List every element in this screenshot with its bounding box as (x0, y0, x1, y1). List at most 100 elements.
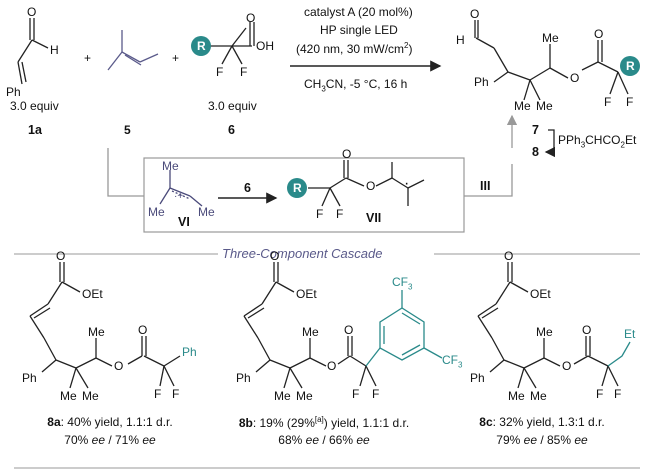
atom-OEt-8b: OEt (296, 287, 317, 301)
label-VII: VII (366, 211, 382, 225)
structure-1a (17, 18, 49, 85)
atom-F2-VII: F (336, 207, 344, 221)
atom-Me3-7: Me (542, 31, 559, 45)
wittig-a: PPh (558, 133, 581, 147)
atom-O-8b: O (270, 249, 280, 263)
condition-solvent-a: CH (304, 77, 322, 91)
label-5: 5 (124, 123, 131, 137)
atom-Et-8c: Et (624, 327, 636, 341)
atom-F1-8c: F (596, 387, 604, 401)
result-8b-line1: 8b: 19% (29%[a]) yield, 1.1:1 d.r. (214, 415, 434, 430)
radical-dot-VII: · (404, 175, 410, 192)
atom-O-ester-8c: O (562, 359, 572, 373)
atom-OEt-8a: OEt (82, 287, 103, 301)
atom-O-8a: O (56, 249, 66, 263)
wittig-c: Et (624, 133, 637, 147)
atom-F2-8a: F (172, 387, 180, 401)
equiv-1a: 3.0 equiv (10, 99, 59, 113)
label-1a: 1a (28, 123, 42, 137)
aryl-ring-8b (365, 290, 443, 367)
result-8b-text-a: : 19% (29% (252, 416, 315, 430)
atom-Me2-8b: Me (296, 389, 313, 403)
label-III: III (480, 179, 491, 193)
atom-Me1-VI: Me (162, 159, 179, 173)
result-8b-ee-word1: ee (305, 433, 319, 447)
result-8a-ee-word1: ee (91, 433, 105, 447)
plus-2: + (172, 51, 180, 65)
atom-H-7: H (456, 33, 465, 47)
label-VI: VI (178, 215, 190, 229)
result-8c-ee1: 79% (496, 433, 524, 447)
atom-O-carbonyl-8a: O (138, 323, 148, 337)
atom-Ph-1a: Ph (6, 85, 21, 99)
atom-Ph-accent-8a: Ph (182, 345, 197, 359)
atom-Ph-8a: Ph (22, 371, 37, 385)
result-8b-text-b: ) yield, 1.1:1 d.r. (323, 416, 410, 430)
atom-Me1-7: Me (514, 99, 531, 113)
atom-O-8c: O (504, 249, 514, 263)
atom-Me3-8b: Me (302, 325, 319, 339)
label-8: 8 (532, 145, 539, 159)
structure-8a (29, 262, 181, 389)
label-radical-reagent: 6 (244, 181, 251, 195)
cf3-top-text: CF (392, 275, 408, 289)
result-8a-line1: 8a: 40% yield, 1.1:1 d.r. (0, 416, 220, 428)
atom-Me2-8a: Me (82, 389, 99, 403)
wittig-b: CHCO (585, 133, 621, 147)
structure-VII (308, 160, 425, 207)
atom-O-carbonyl-8c: O (582, 323, 592, 337)
structure-6 (210, 22, 255, 65)
atom-F2-7: F (626, 95, 634, 109)
atom-OEt-8c: OEt (530, 287, 551, 301)
cf3-bottom-text: CF (442, 353, 458, 367)
equiv-6: 3.0 equiv (208, 99, 257, 113)
atom-F2-8c: F (614, 387, 622, 401)
plus-1: + (84, 51, 92, 65)
result-8a-id: 8a (47, 415, 61, 429)
structure-8b (243, 262, 377, 389)
condition-led: HP single LED (320, 23, 398, 37)
atom-O-1a: O (27, 5, 37, 19)
result-8c-line1: 8c: 32% yield, 1.3:1 d.r. (432, 416, 652, 428)
condition-wavelength-text: (420 nm, 30 mW/cm (296, 42, 405, 56)
atom-O-carbonyl-VII: O (342, 147, 352, 161)
atom-F2-6: F (240, 65, 248, 79)
result-8b-ee-word2: ee (356, 433, 370, 447)
atom-Me3-8a: Me (88, 325, 105, 339)
atom-OH-6: OH (256, 39, 274, 53)
structure-7 (474, 20, 629, 101)
condition-solvent-b: CN, -5 °C, 16 h (325, 77, 408, 91)
result-8b-sup: [a] (314, 415, 324, 424)
result-8a-ee-word2: ee (142, 433, 156, 447)
wittig-sub1: 3 (580, 140, 586, 150)
result-8a-line2: 70% ee / 71% ee (0, 434, 220, 446)
condition-wavelength-end: ) (408, 42, 413, 56)
atom-F1-VII: F (316, 207, 324, 221)
atom-Me1-8c: Me (508, 389, 525, 403)
radical-pathway-line-right (464, 164, 513, 197)
atom-O-ester-VII: O (366, 179, 376, 193)
structure-VI (159, 170, 203, 207)
atom-Me2-8c: Me (530, 389, 547, 403)
atom-Me1-8a: Me (60, 389, 77, 403)
result-8a-ee1: 70% (64, 433, 92, 447)
atom-O-ester-8a: O (114, 359, 124, 373)
atom-Me2-VI: Me (148, 205, 165, 219)
atom-Ph-7: Ph (474, 75, 489, 89)
result-8b-ee2: / 66% (319, 433, 357, 447)
result-8a-ee2: / 71% (105, 433, 143, 447)
atom-F2-8b: F (372, 387, 380, 401)
cf3-top-sub: 3 (408, 282, 413, 292)
atom-O-7: O (470, 7, 480, 21)
atom-H-1a: H (50, 43, 59, 57)
atom-O-carbonyl-8b: O (344, 323, 354, 337)
structure-5 (107, 30, 159, 71)
label-7: 7 (532, 123, 539, 137)
r-group-circle-6 (191, 36, 211, 56)
atom-O-carbonyl-7: O (594, 27, 604, 41)
r-label-6: R (197, 39, 206, 53)
atom-Ph-8b: Ph (236, 371, 251, 385)
label-6: 6 (228, 123, 235, 137)
atom-CF3-bottom-8b: CF3 (442, 354, 462, 369)
result-8b-line2: 68% ee / 66% ee (214, 434, 434, 446)
